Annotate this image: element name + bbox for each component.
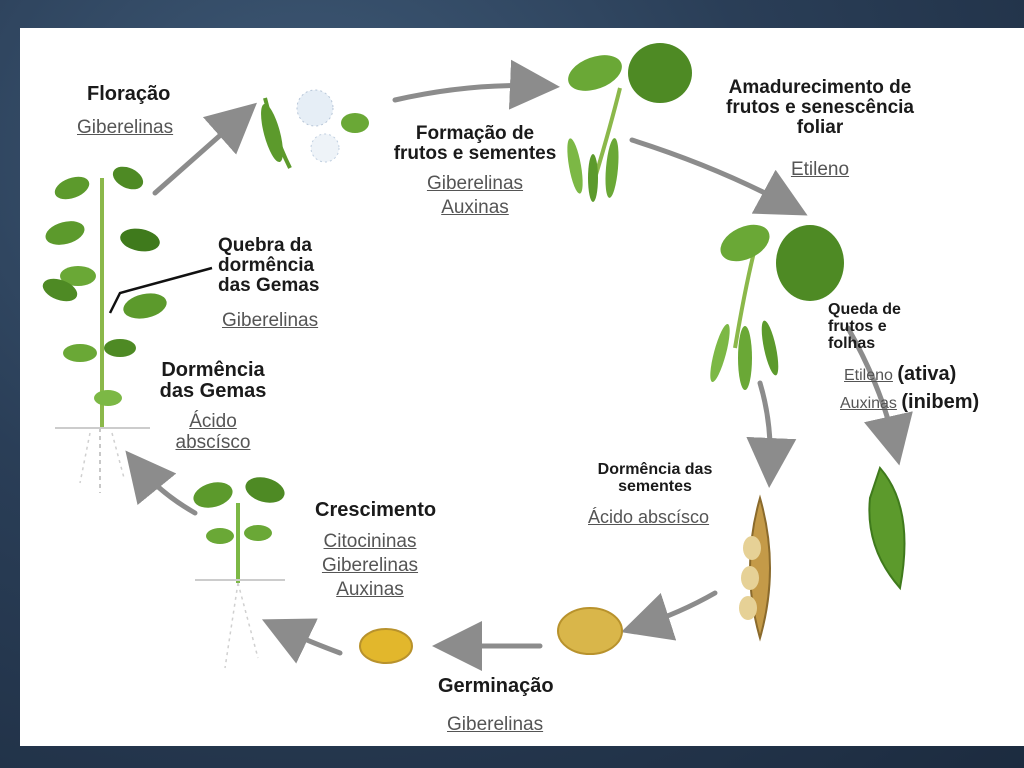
soy-seed-germinating — [359, 628, 413, 664]
slide-canvas: Floração Giberelinas Formação de frutos … — [20, 28, 1024, 746]
label-dormencia-gemas: Dormência das Gemas — [148, 360, 278, 402]
label-quebra-line1: Quebra da — [218, 235, 312, 256]
quebra-pointer-line — [108, 266, 213, 314]
arrow-amadurecimento-to-queda — [629, 137, 808, 216]
hormone-queda-auxinas: Auxinas — [840, 395, 897, 412]
hormone-quebra: Giberelinas — [222, 310, 319, 331]
arrow-to-crescimento — [261, 618, 343, 664]
label-amadurecimento-line3: foliar — [796, 116, 844, 138]
arrow-leaf-fall — [845, 325, 913, 466]
effect-inibem: (inibem) — [901, 391, 980, 413]
arrow-sementes-to-germinacao — [620, 590, 718, 641]
label-dormencia-gemas-line2: das Gemas — [159, 380, 267, 402]
label-dormencia-sementes-line1: Dormência das — [597, 461, 713, 478]
cycle-arrows — [125, 59, 913, 671]
label-amadurecimento-line1: Amadurecimento de — [728, 77, 912, 98]
falling-leaf-illustration — [868, 466, 906, 591]
label-germinacao: Germinação — [438, 675, 554, 697]
soy-seed-large — [557, 607, 623, 655]
label-dormencia-gemas-line1: Dormência — [161, 359, 265, 381]
label-dormencia-sementes-line2: sementes — [618, 477, 692, 495]
adult-plant-illustration — [42, 166, 167, 493]
life-cycle-art — [42, 43, 913, 671]
hormone-floracao: Giberelinas — [77, 117, 174, 138]
hormone-crescimento-2: Giberelinas — [321, 554, 419, 576]
hormone-amadurecimento: Etileno — [790, 159, 850, 180]
label-amadurecimento-line2: frutos e senescência — [726, 96, 914, 118]
label-amadurecimento: Amadurecimento de frutos e senescência f… — [690, 78, 950, 138]
flower-illustration — [261, 89, 369, 169]
seedling-illustration — [193, 477, 285, 669]
arrow-crescimento-to-dormencia — [125, 450, 198, 516]
seed-pod-illustration — [739, 494, 771, 642]
hormone-formacao-1: Giberelinas — [426, 173, 524, 194]
label-dormencia-sementes: Dormência das sementes — [575, 461, 735, 496]
label-quebra-line2: dormência — [218, 254, 315, 276]
label-queda-line3: folhas — [828, 334, 876, 352]
hormone-formacao-2: Auxinas — [441, 196, 509, 218]
hormone-dormencia-sementes: Ácido abscísco — [588, 507, 710, 527]
label-queda: Queda de frutos e folhas — [828, 301, 901, 352]
hormone-queda-etileno: Etileno — [844, 367, 893, 384]
senescing-plant-illustration — [710, 224, 844, 390]
hormones-crescimento: Citocininas Giberelinas Auxinas — [310, 530, 430, 601]
hormone-dormencia-gemas-line2: abscísco — [175, 431, 251, 453]
fruiting-plant-illustration — [567, 43, 692, 202]
hormone-germinacao: Giberelinas — [447, 714, 544, 735]
hormone-dormencia-gemas-line1: Ácido — [189, 411, 237, 432]
arrow-frutos-to-amadurecimento — [392, 59, 560, 110]
label-quebra-line3: das Gemas — [218, 274, 320, 296]
label-floracao: Floração — [87, 83, 171, 105]
hormone-crescimento-1: Citocininas — [323, 531, 417, 552]
arrow-to-dormencia-sementes — [746, 380, 797, 488]
label-queda-line2: frutos e — [828, 317, 887, 335]
label-crescimento: Crescimento — [315, 499, 437, 521]
label-quebra-dormencia: Quebra da dormência das Gemas — [218, 236, 319, 296]
label-formacao-line1: Formação de — [415, 123, 535, 144]
label-formacao-line2: frutos e sementes — [393, 142, 557, 164]
queda-hormone-row-1: Etileno (ativa) — [844, 364, 956, 386]
arrow-floracao-to-frutos — [152, 102, 257, 196]
hormones-formacao: Giberelinas Auxinas — [365, 172, 585, 220]
label-queda-line1: Queda de — [828, 301, 901, 318]
hormone-crescimento-3: Auxinas — [336, 578, 404, 600]
hormone-dormencia-gemas: Ácido abscísco — [163, 411, 263, 454]
effect-ativa: (ativa) — [897, 363, 957, 385]
label-formacao-frutos: Formação de frutos e sementes — [355, 124, 595, 164]
queda-hormone-row-2: Auxinas (inibem) — [840, 392, 979, 414]
